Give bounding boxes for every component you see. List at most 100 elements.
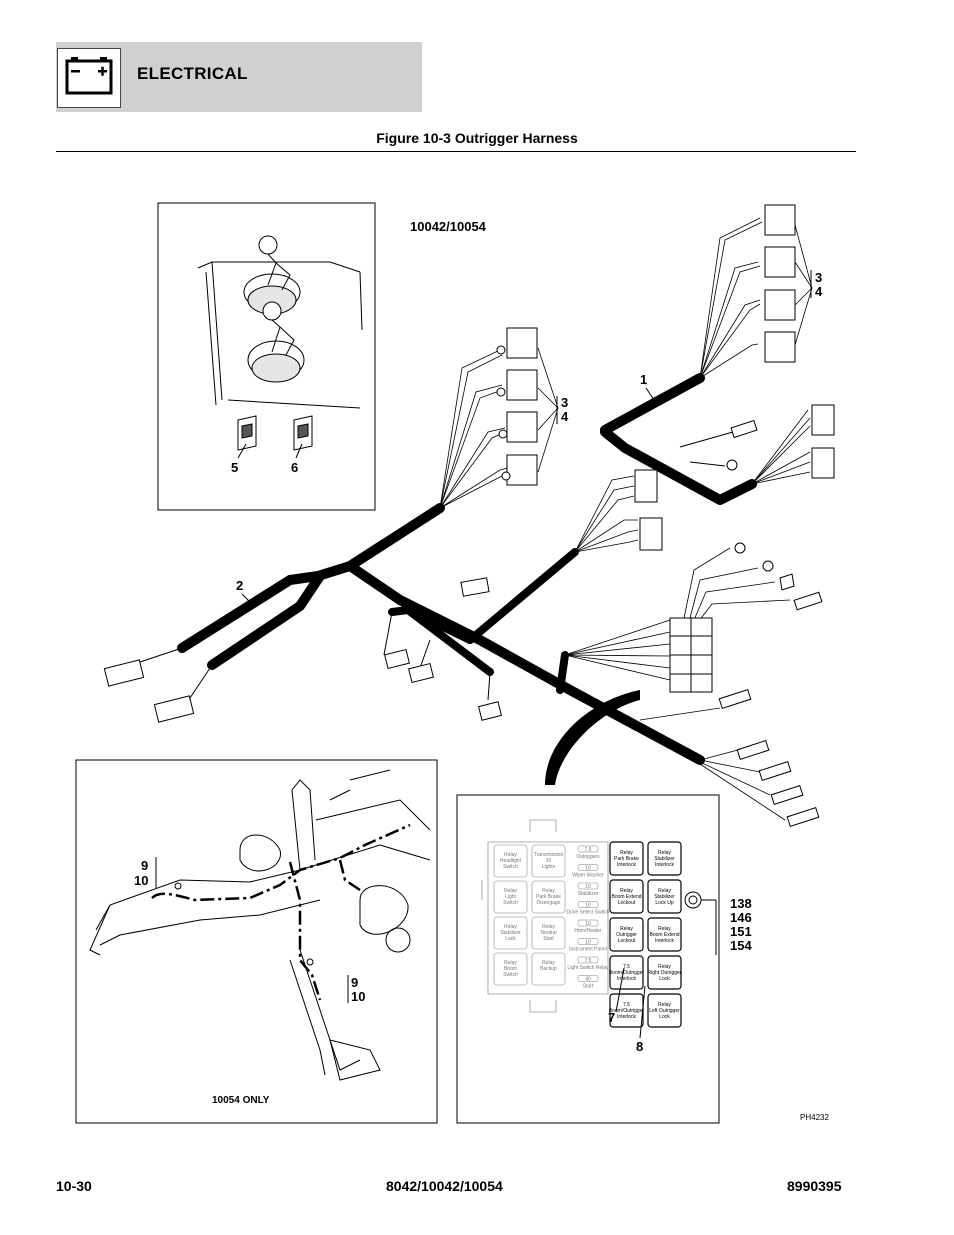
fuse-amp: 10 bbox=[585, 866, 591, 872]
relay-line-2: Neutral bbox=[540, 930, 556, 936]
relay-cell bbox=[609, 879, 644, 914]
relay-line-1: Relay bbox=[620, 850, 633, 856]
relay-line-3: Lock Up bbox=[655, 900, 674, 906]
relay-line-2: Right Outrigger bbox=[648, 970, 682, 976]
battery-icon bbox=[57, 48, 121, 108]
connectors-right-stack bbox=[669, 542, 823, 828]
inset-fuse-panel: RelayHeadlightSwitchRelayLightSwitchRela… bbox=[456, 794, 752, 1124]
relay-cell bbox=[531, 952, 566, 986]
relay-cell bbox=[531, 880, 566, 914]
fuse-cell bbox=[577, 956, 599, 964]
relay-line-3: Start bbox=[543, 936, 554, 942]
relay-line-2: Park Brake bbox=[536, 894, 561, 900]
relay-line-1: Relay bbox=[658, 850, 671, 856]
figure-code: PH4232 bbox=[800, 1113, 829, 1122]
fuse-amp: 7.5 bbox=[585, 958, 592, 964]
connectors-upper-harness-right bbox=[679, 404, 835, 479]
relay-cell bbox=[609, 917, 644, 952]
connector-group-upper-right bbox=[764, 204, 796, 363]
relay-cell bbox=[647, 955, 682, 990]
callout-2: 2 bbox=[236, 578, 243, 593]
relay-line-3: Switch bbox=[503, 972, 518, 978]
fuse-cell bbox=[577, 938, 599, 945]
relay-line-1: Relay bbox=[658, 926, 671, 932]
relay-line-1: Relay bbox=[504, 888, 517, 894]
fuse-amp: 7.5 bbox=[585, 847, 592, 853]
fuse-amp: 10 bbox=[585, 940, 591, 946]
relay-line-3: Interlock bbox=[617, 1014, 636, 1020]
relay-line-2: Park Brake bbox=[614, 856, 639, 862]
relay-line-3: Switch bbox=[503, 864, 518, 870]
relay-line-1: Relay bbox=[504, 852, 517, 858]
callout-3-upper-right: 3 bbox=[815, 270, 822, 285]
fuse-cell bbox=[577, 845, 599, 853]
footer-models: 8042/10042/10054 bbox=[386, 1178, 503, 1194]
relay-line-2: Boom/Outrigger bbox=[609, 1008, 645, 1014]
callout-7: 7 bbox=[608, 1010, 615, 1025]
callout-154: 154 bbox=[730, 938, 752, 953]
relay-line-3: Interlock bbox=[655, 938, 674, 944]
wire-bundle-right-stack bbox=[564, 547, 791, 821]
wire-bundle-upper-left bbox=[439, 349, 509, 509]
connectors-left-ends bbox=[103, 611, 503, 723]
relay-line-3: Lock bbox=[659, 976, 670, 982]
footer-page-number: 10-30 bbox=[56, 1178, 92, 1194]
fuse-name: Stabilizer bbox=[578, 891, 599, 897]
callout-8: 8 bbox=[636, 1039, 643, 1054]
callout-4-upper-right: 4 bbox=[815, 284, 823, 299]
fuse-name: Instrument Panel bbox=[569, 947, 607, 953]
inset-outrigger: 9 10 9 10 10054 ONLY bbox=[75, 759, 438, 1124]
relay-line-1: Relay bbox=[658, 1002, 671, 1008]
fuse-amp: 10 bbox=[585, 884, 591, 890]
fuse-cell bbox=[577, 919, 599, 927]
callout-6: 6 bbox=[291, 460, 298, 475]
fuse-panel-col1: RelayHeadlightSwitchRelayLightSwitchRela… bbox=[493, 844, 528, 986]
relay-line-1: Transmission bbox=[534, 852, 564, 858]
title-rule bbox=[56, 151, 856, 152]
fuse-name: Drive Select Switch bbox=[566, 910, 609, 916]
relay-line-3: Lock bbox=[659, 1014, 670, 1020]
footer-part-number: 8990395 bbox=[787, 1178, 842, 1194]
callout-138: 138 bbox=[730, 896, 752, 911]
relay-line-1: Relay bbox=[504, 924, 517, 930]
relay-cell bbox=[647, 917, 682, 952]
fuse-amp: 10 bbox=[585, 903, 591, 909]
relay-line-2: Headlight bbox=[500, 858, 522, 864]
relay-cell bbox=[609, 955, 644, 990]
callout-10-right: 10 bbox=[351, 989, 365, 1004]
callout-9-left: 9 bbox=[141, 858, 148, 873]
relay-cell bbox=[493, 880, 528, 914]
relay-line-3: Interlock bbox=[617, 862, 636, 868]
relay-line-1: Relay bbox=[658, 964, 671, 970]
relay-line-2: Boom Extend bbox=[611, 894, 641, 900]
section-title: ELECTRICAL bbox=[137, 64, 248, 83]
callout-9-right: 9 bbox=[351, 975, 358, 990]
callout-10-left: 10 bbox=[134, 873, 148, 888]
relay-cell bbox=[493, 916, 528, 950]
connectors-mid bbox=[460, 469, 663, 597]
fuse-cell bbox=[577, 975, 599, 982]
relay-line-1: 7.5 bbox=[623, 964, 630, 970]
fuse-name: Horn/Heater bbox=[574, 928, 602, 934]
relay-line-2: 20 bbox=[546, 858, 552, 864]
relay-line-2: Boom bbox=[504, 966, 517, 972]
relay-cell bbox=[609, 841, 644, 876]
fuse-cell bbox=[577, 864, 599, 871]
relay-line-2: Light bbox=[505, 894, 516, 900]
fuse-name: Start bbox=[583, 984, 594, 990]
fuse-name: Light Switch Relay bbox=[567, 965, 609, 971]
fuse-amp: 10 bbox=[585, 921, 591, 927]
relay-cell bbox=[493, 844, 528, 878]
fuse-amp: 40 bbox=[585, 977, 591, 983]
relay-line-1: Relay bbox=[542, 924, 555, 930]
callout-151: 151 bbox=[730, 924, 752, 939]
harness-trunk bbox=[177, 373, 757, 785]
relay-line-2: Stabilizer bbox=[500, 930, 521, 936]
relay-line-2: Left Outrigger bbox=[649, 1008, 680, 1014]
callout-4-upper-left: 4 bbox=[561, 409, 569, 424]
relay-line-1: Relay bbox=[620, 926, 633, 932]
relay-line-3: Lockout bbox=[618, 938, 636, 944]
relay-line-2: Backup bbox=[540, 966, 557, 972]
connector-group-upper-left bbox=[496, 327, 538, 486]
